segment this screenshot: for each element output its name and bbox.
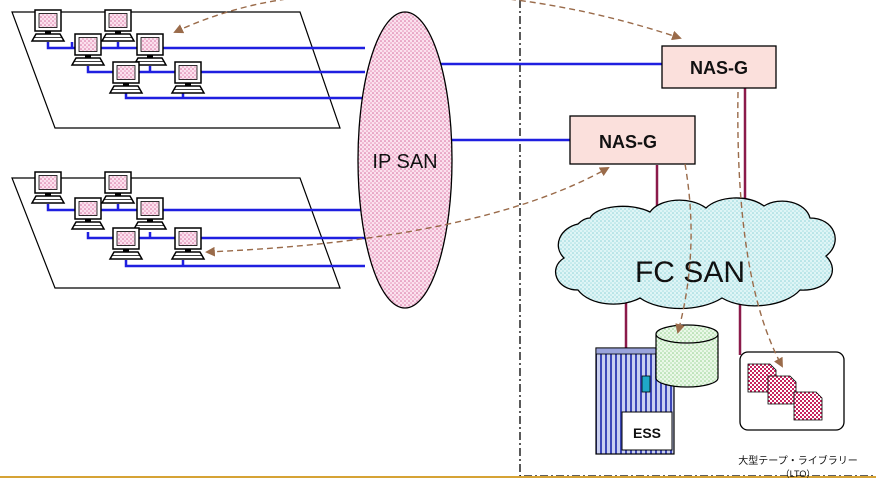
nas-g-label-upper: NAS-G (690, 58, 748, 78)
nas-g-box-upper (661, 45, 777, 89)
fc-san-label: FC SAN (635, 256, 745, 289)
nas-g-label-lower: NAS-G (599, 132, 657, 152)
ip-to-nas-lines (440, 62, 662, 142)
tape-cartridge-icons (747, 363, 823, 421)
tape-library-label-line1: 大型テープ・ライブラリー (738, 454, 857, 467)
nas-g-box-lower (569, 115, 696, 165)
tape-library-label-line2: （LTO） (781, 469, 816, 479)
ip-san-label: IP SAN (372, 151, 437, 173)
ess-label: ESS (633, 425, 661, 441)
data-flow-arrows (173, 0, 783, 368)
disk-icon (655, 324, 719, 388)
fc-san-cloud (554, 197, 836, 310)
